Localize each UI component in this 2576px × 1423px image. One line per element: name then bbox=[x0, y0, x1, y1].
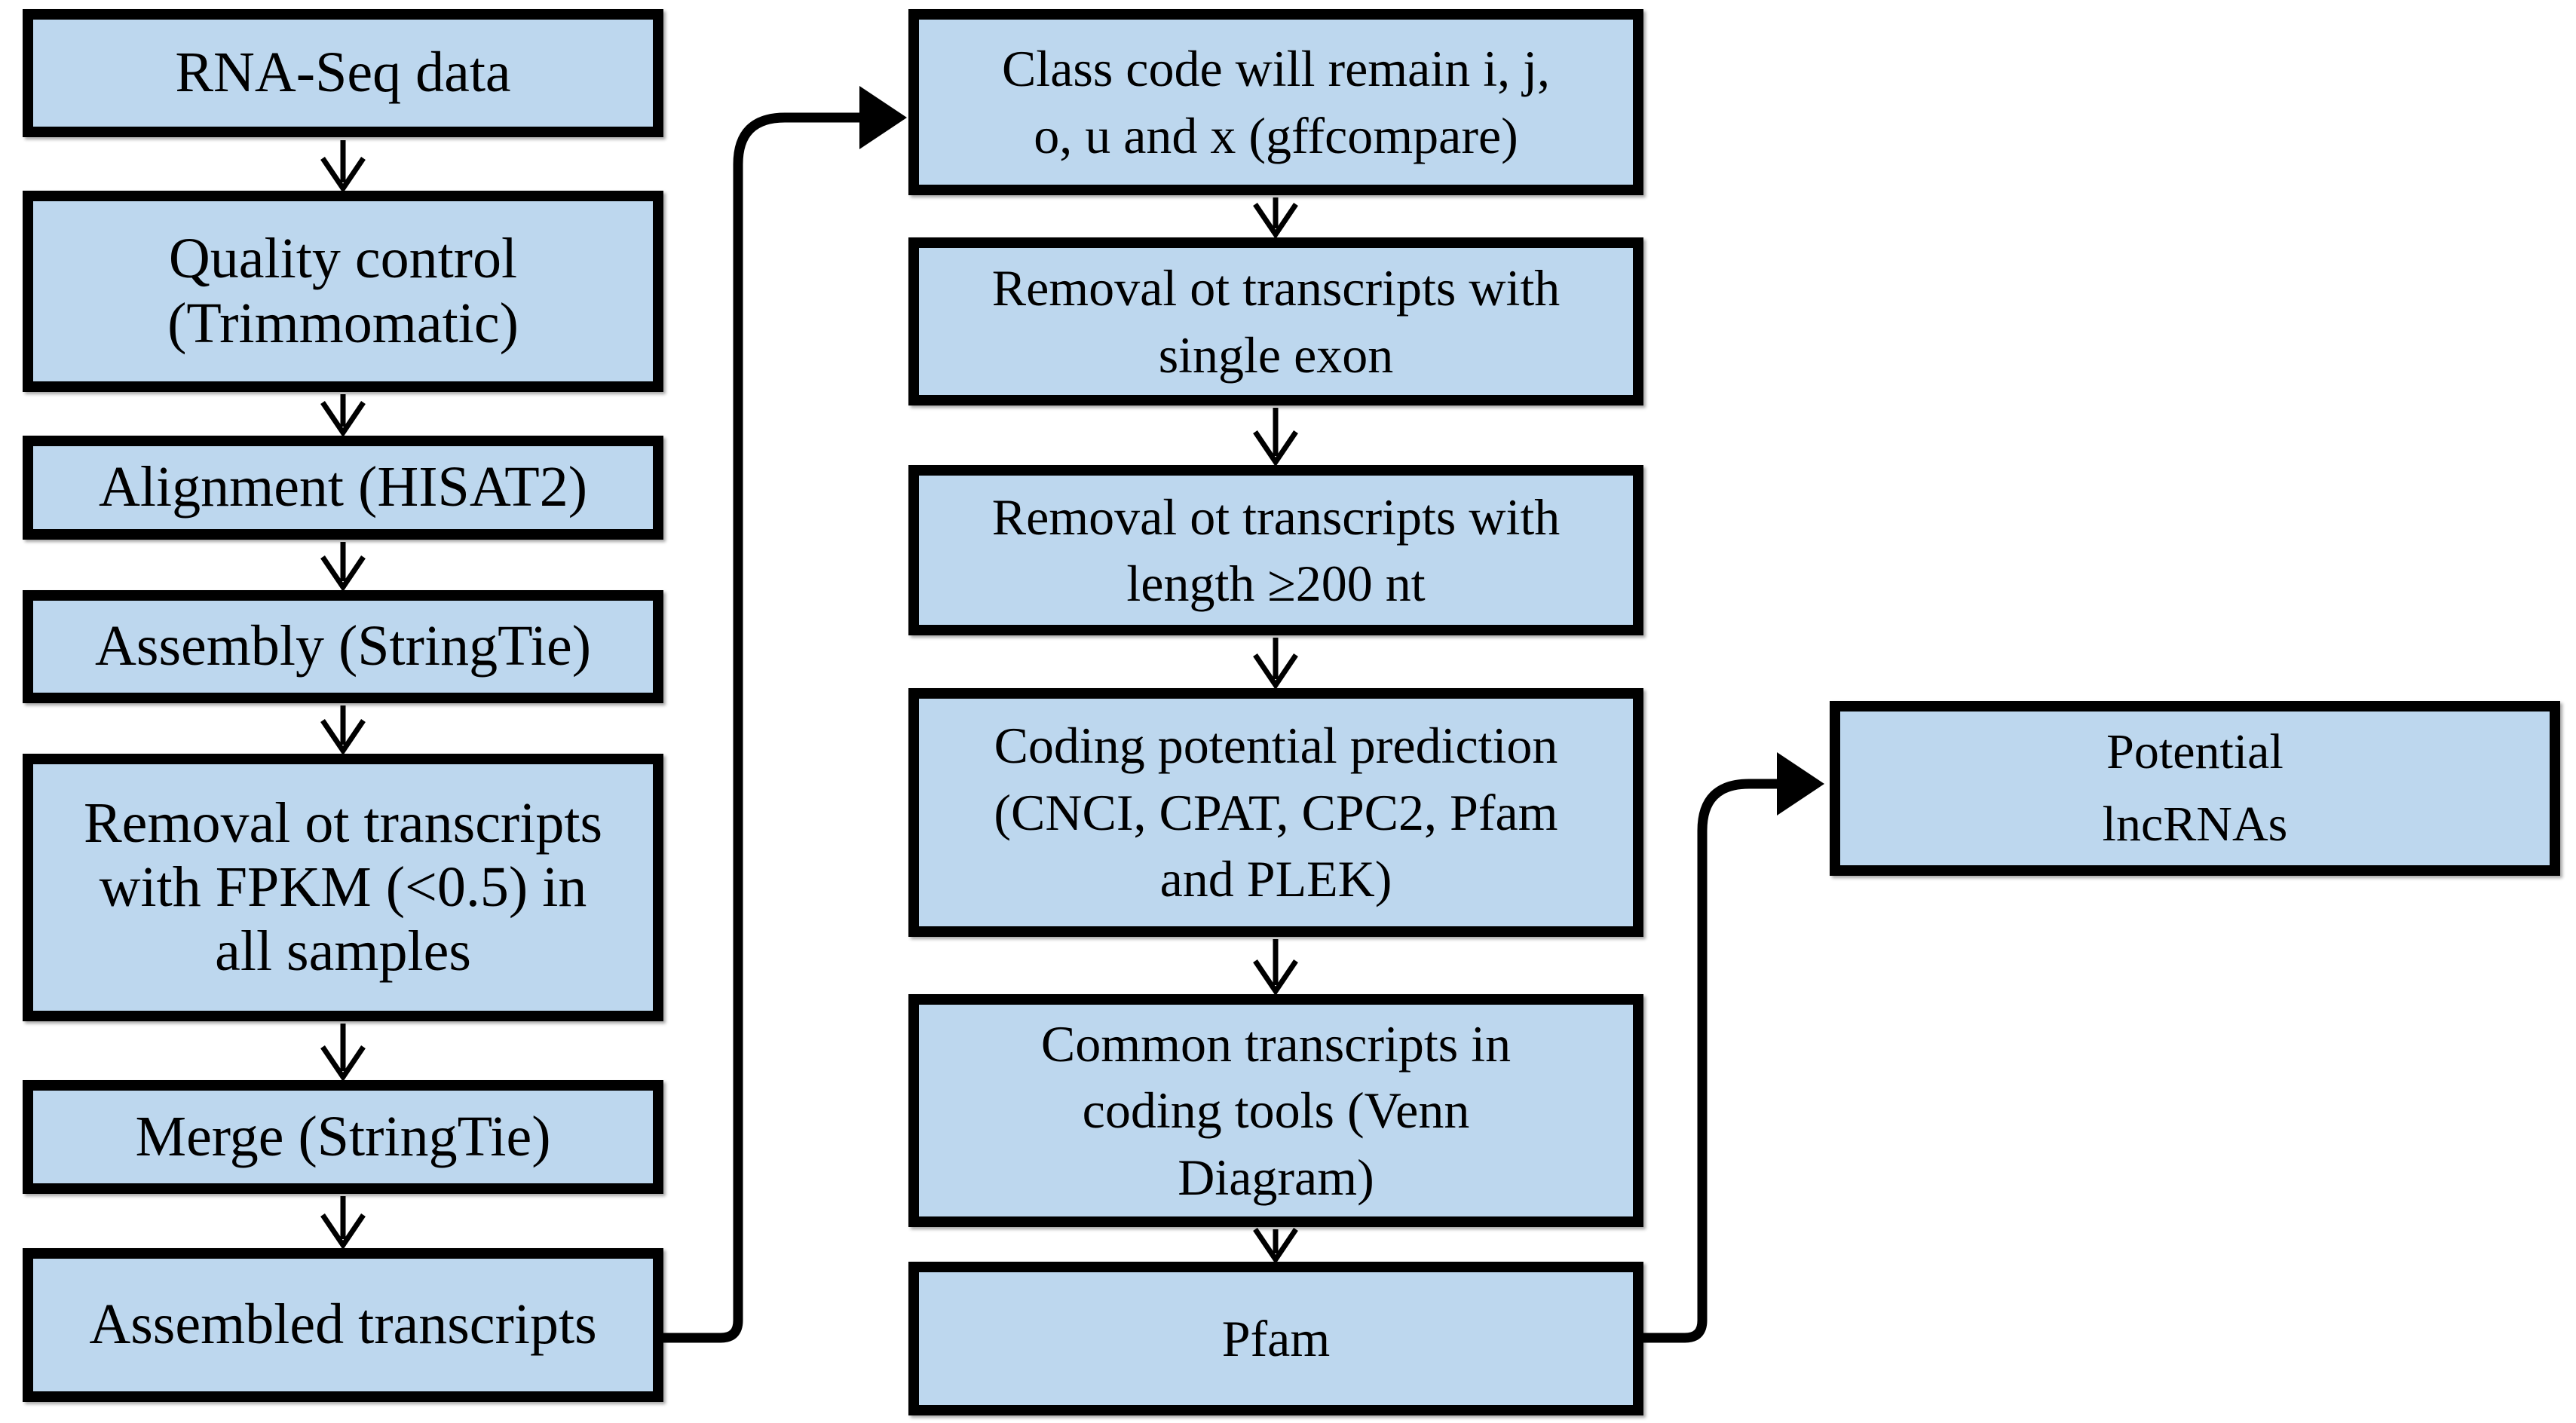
down-arrow-icon bbox=[1253, 408, 1298, 467]
node-potential-lncrnas: Potential lncRNAs bbox=[1830, 701, 2560, 876]
node-label-line: Assembly (StringTie) bbox=[94, 614, 592, 678]
node-label-line: all samples bbox=[215, 920, 471, 984]
node-fpkm-filter: Removal ot transcripts with FPKM (<0.5) … bbox=[23, 754, 663, 1021]
node-label-line: length ≥200 nt bbox=[1126, 555, 1426, 612]
node-label-line: o, u and x (gffcompare) bbox=[1034, 106, 1518, 164]
node-pfam: Pfam bbox=[908, 1262, 1643, 1415]
node-label-line: Removal ot transcripts with bbox=[991, 488, 1561, 546]
down-arrow-icon bbox=[1253, 1228, 1298, 1265]
node-label-line: RNA-Seq data bbox=[175, 41, 511, 105]
node-label-line: Potential bbox=[2106, 724, 2283, 780]
elbow-arrow-assembled-to-classcode bbox=[663, 86, 907, 1343]
node-coding-potential-prediction: Coding potential prediction (CNCI, CPAT,… bbox=[908, 688, 1643, 937]
node-assembly-stringtie: Assembly (StringTie) bbox=[23, 590, 663, 703]
node-length-filter: Removal ot transcripts with length ≥200 … bbox=[908, 465, 1643, 635]
node-alignment-hisat2: Alignment (HISAT2) bbox=[23, 436, 663, 540]
node-label-line: Removal ot transcripts with bbox=[991, 259, 1561, 317]
down-arrow-icon bbox=[1253, 939, 1298, 996]
node-label-line: (Trimmomatic) bbox=[167, 291, 519, 355]
node-label-line: and PLEK) bbox=[1159, 850, 1392, 908]
node-label-line: Pfam bbox=[1221, 1309, 1331, 1367]
down-arrow-icon bbox=[320, 705, 366, 756]
node-label-line: Diagram) bbox=[1178, 1148, 1374, 1206]
down-arrow-icon bbox=[320, 1024, 366, 1082]
down-arrow-icon bbox=[320, 140, 366, 194]
node-label-line: Removal ot transcripts bbox=[83, 791, 603, 855]
node-label-line: Quality control bbox=[168, 227, 518, 291]
node-label-line: Class code will remain i, j, bbox=[1001, 40, 1551, 98]
arrowhead-icon bbox=[859, 86, 907, 149]
node-label-line: with FPKM (<0.5) in bbox=[99, 855, 587, 919]
down-arrow-icon bbox=[1253, 638, 1298, 690]
node-label-line: Common transcripts in bbox=[1040, 1014, 1512, 1073]
node-label-line: (CNCI, CPAT, CPC2, Pfam bbox=[994, 783, 1558, 841]
node-single-exon-filter: Removal ot transcripts with single exon bbox=[908, 237, 1643, 405]
node-common-transcripts-venn: Common transcripts in coding tools (Venn… bbox=[908, 994, 1643, 1227]
down-arrow-icon bbox=[1253, 197, 1298, 240]
node-label-line: Assembled transcripts bbox=[89, 1293, 597, 1357]
node-quality-control: Quality control (Trimmomatic) bbox=[23, 191, 663, 392]
node-label-line: lncRNAs bbox=[2102, 797, 2288, 852]
elbow-arrow-pfam-to-lncrnas bbox=[1643, 752, 1824, 1343]
node-label-line: single exon bbox=[1158, 326, 1394, 384]
down-arrow-icon bbox=[320, 394, 366, 438]
node-class-code: Class code will remain i, j, o, u and x … bbox=[908, 9, 1643, 195]
node-label-line: Alignment (HISAT2) bbox=[98, 455, 588, 519]
down-arrow-icon bbox=[320, 542, 366, 592]
arrowhead-icon bbox=[1777, 752, 1824, 816]
down-arrow-icon bbox=[320, 1196, 366, 1250]
node-merge-stringtie: Merge (StringTie) bbox=[23, 1080, 663, 1194]
node-assembled-transcripts: Assembled transcripts bbox=[23, 1248, 663, 1402]
node-label-line: coding tools (Venn bbox=[1082, 1082, 1470, 1140]
node-label-line: Coding potential prediction bbox=[994, 717, 1558, 775]
node-label-line: Merge (StringTie) bbox=[135, 1104, 551, 1168]
node-rna-seq-data: RNA-Seq data bbox=[23, 9, 663, 137]
